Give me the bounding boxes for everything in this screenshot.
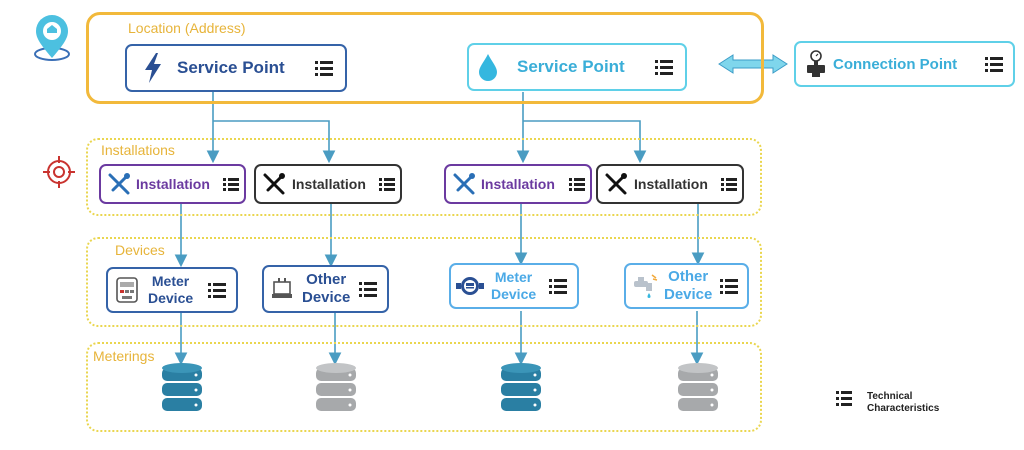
service-point-electricity[interactable]: Service Point <box>125 44 347 92</box>
valve-gauge-icon <box>807 50 825 77</box>
list-icon <box>208 283 226 298</box>
device-label-line1: Other <box>668 268 709 285</box>
location-label: Location (Address) <box>128 20 246 36</box>
device-label-line1: Meter <box>151 273 190 289</box>
tools-icon <box>605 173 627 195</box>
installation-3[interactable]: Installation <box>444 164 592 204</box>
device-label: Other Device <box>302 271 350 307</box>
service-point-water[interactable]: Service Point <box>467 43 687 91</box>
tools-icon <box>108 173 130 195</box>
list-icon <box>985 57 1003 72</box>
location-pin-icon <box>34 15 70 61</box>
list-icon <box>379 177 395 191</box>
location-group <box>86 12 764 104</box>
list-icon <box>549 279 567 294</box>
meterings-group <box>86 342 762 432</box>
installations-label: Installations <box>101 142 175 158</box>
device-label-line1: Meter <box>494 269 533 285</box>
electric-meter-icon <box>116 277 138 303</box>
device-label-line2: Device <box>664 286 713 303</box>
device-meter-water[interactable]: Meter Device <box>449 263 579 309</box>
database-icon-4 <box>678 363 718 411</box>
target-icon <box>43 156 75 188</box>
water-drop-icon <box>479 54 497 81</box>
device-other-water[interactable]: Other Device <box>624 263 749 309</box>
installation-4[interactable]: Installation <box>596 164 744 204</box>
connection-point[interactable]: Connection Point <box>794 41 1015 87</box>
device-label: Meter Device <box>148 273 193 307</box>
device-label-line2: Device <box>302 289 351 306</box>
service-point-label: Service Point <box>177 58 285 77</box>
meterings-label: Meterings <box>93 348 155 364</box>
list-icon <box>315 61 333 76</box>
list-icon <box>359 282 377 297</box>
device-meter-electric[interactable]: Meter Device <box>106 267 238 313</box>
installation-2[interactable]: Installation <box>254 164 402 204</box>
database-icon-1 <box>162 363 202 411</box>
device-label-line2: Device <box>148 290 194 306</box>
database-icon-2 <box>316 363 356 411</box>
installation-label: Installation <box>634 176 708 192</box>
connector-sp1-inst2 <box>213 120 336 164</box>
installation-1[interactable]: Installation <box>99 164 246 204</box>
installation-label: Installation <box>292 176 366 192</box>
legend: Technical Characteristics <box>867 391 939 415</box>
devices-label: Devices <box>115 242 165 258</box>
tools-icon <box>453 173 475 195</box>
faucet-icon <box>634 274 658 298</box>
legend-line1: Technical <box>867 391 913 402</box>
device-label-line2: Device <box>491 286 537 302</box>
list-icon <box>223 177 239 191</box>
installation-label: Installation <box>136 176 210 192</box>
devices-group <box>86 237 762 327</box>
bidirectional-arrow-icon <box>718 54 788 74</box>
water-meter-icon <box>456 277 484 295</box>
lightning-icon <box>145 53 161 83</box>
database-icon-3 <box>501 363 541 411</box>
list-icon <box>569 177 585 191</box>
device-label: Meter Device <box>491 269 536 303</box>
list-icon <box>655 60 673 75</box>
device-label: Other Device <box>664 268 712 304</box>
service-point-label: Service Point <box>517 57 625 76</box>
legend-line2: Characteristics <box>867 403 940 414</box>
legend-list-icon <box>836 391 852 406</box>
list-icon <box>720 279 738 294</box>
installation-label: Installation <box>481 176 555 192</box>
other-device-icon <box>272 278 292 298</box>
device-label-line1: Other <box>306 271 347 288</box>
installations-group <box>86 138 762 216</box>
connection-point-label: Connection Point <box>833 55 958 73</box>
connector-sp2-inst4 <box>523 120 647 164</box>
device-other-electric[interactable]: Other Device <box>262 265 389 313</box>
list-icon <box>721 177 737 191</box>
tools-icon <box>263 173 285 195</box>
